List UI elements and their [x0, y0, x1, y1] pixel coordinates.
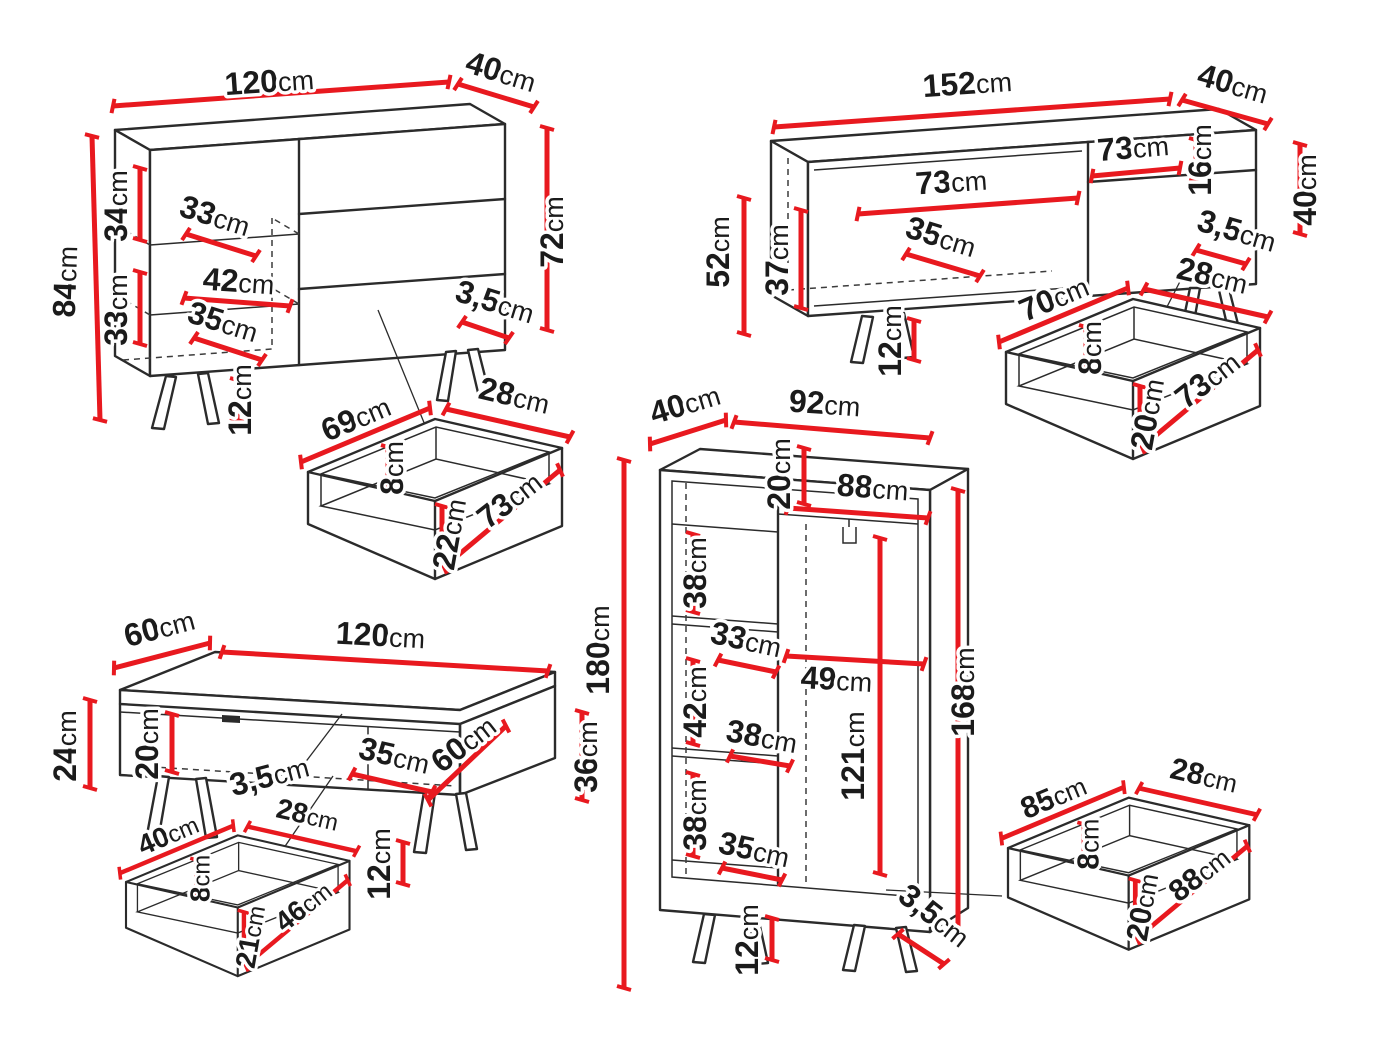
- sideboard-height-left-dim: [84, 132, 108, 424]
- coffee-table-inner-width-dim: [422, 718, 512, 808]
- tv-stand-inner-bottom: [813, 286, 1083, 307]
- sideboard-width-label: 120cm: [223, 60, 315, 102]
- wardrobe-shelf-mid-depth-dim: [725, 748, 795, 774]
- wardrobe-height-left-label: 180cm: [580, 605, 616, 694]
- tv-stand-width-dim: [770, 91, 1174, 135]
- coffee-table-thickness-leader: [297, 713, 343, 773]
- wardrobe-drawer-leader: [885, 889, 1003, 897]
- wardrobe-inner-width-mid-label: 49cm: [800, 659, 873, 699]
- wardrobe-opening: [671, 480, 919, 898]
- sideboard-depth-dim: [452, 76, 540, 115]
- wardrobe-width-dim: [729, 414, 935, 446]
- tv-stand-depth-label: 40cm: [1194, 56, 1273, 110]
- sideboard-shelf-top-label: 34cm: [98, 170, 134, 242]
- coffee-table-depth-label: 60cm: [120, 601, 198, 654]
- wardrobe-shelf2-label: 42cm: [677, 666, 713, 738]
- tv-stand-thickness-dim: [1190, 242, 1252, 272]
- coffee-table-legs: [144, 774, 479, 855]
- drawer-d-figure: 85cm 28cm 8cm 20cm 88cm: [1001, 748, 1257, 949]
- tv-stand-inner-depth-dim: [900, 246, 986, 284]
- wardrobe-shelf-bottom-depth-dim: [716, 860, 788, 888]
- coffee-table-opening-label: 20cm: [129, 708, 165, 780]
- sideboard-figure: 120cm 40cm 84cm 72cm 34cm 33cm 33cm 42cm…: [42, 40, 574, 453]
- tv-stand-shelf-right-dim: [1088, 160, 1184, 184]
- coffee-table-height-right-label: 36cm: [568, 721, 604, 793]
- coffee-table-depth-dim: [111, 635, 213, 676]
- coffee-table-handle: [222, 715, 240, 723]
- wardrobe-leg-label: 12cm: [729, 904, 765, 976]
- tv-stand-depth-dim: [1176, 92, 1274, 132]
- tv-stand-height-left-label: 52cm: [700, 216, 736, 288]
- wardrobe-hanging-label: 121cm: [835, 711, 871, 800]
- coffee-table-height-left-label: 24cm: [47, 710, 83, 782]
- tv-stand-leg-label: 12cm: [872, 305, 908, 377]
- sideboard-thickness-dim: [456, 314, 515, 346]
- tv-stand-inner-top: [813, 150, 1083, 171]
- tv-stand-figure: 152cm 40cm 73cm 73cm 16cm 40cm 52cm 37cm…: [697, 53, 1327, 381]
- coffee-table-width-dim: [217, 644, 553, 679]
- sideboard-inner-width-dim: [179, 290, 295, 314]
- coffee-table-width-label: 120cm: [335, 615, 426, 656]
- wardrobe-top-gap-label: 20cm: [761, 438, 797, 510]
- tv-stand-shelf-left-dim: [854, 190, 1082, 222]
- drawer-c-inner-height-label: 8cm: [185, 855, 216, 902]
- coffee-table-inner-depth-label: 35cm: [356, 730, 434, 781]
- tv-stand-inner-height-label: 37cm: [759, 224, 795, 296]
- sideboard-inner-depth-top-label: 33cm: [176, 188, 255, 243]
- sideboard-height-right-label: 72cm: [534, 196, 570, 268]
- wardrobe-inner-width-top-label: 88cm: [836, 467, 910, 508]
- sideboard-inner-width-label: 42cm: [202, 261, 276, 302]
- drawer-b-inner-height-label: 8cm: [1072, 321, 1108, 375]
- wardrobe-thickness-dim: [891, 927, 951, 971]
- wardrobe-shelf3-label: 38cm: [677, 779, 713, 851]
- wardrobe-shelf-depth-dim: [712, 652, 782, 680]
- wardrobe-inner-width-mid-dim: [781, 648, 929, 672]
- coffee-table-thickness-label: 3,5cm: [226, 748, 313, 804]
- drawer-a-depth-label: 28cm: [476, 370, 554, 421]
- tv-stand-shelf-right-label: 73cm: [1096, 126, 1170, 168]
- sideboard-shelf-bottom-label: 33cm: [98, 274, 134, 346]
- wardrobe-shelf1-label: 38cm: [677, 537, 713, 609]
- wardrobe-height-right-label: 168cm: [945, 647, 981, 736]
- sideboard-leg-label: 12cm: [222, 364, 258, 436]
- sideboard-height-left-label: 84cm: [46, 245, 84, 318]
- drawer-c-depth-label: 28cm: [273, 792, 341, 836]
- tv-stand-height-right-label: 40cm: [1287, 154, 1323, 226]
- tv-stand-width-label: 152cm: [921, 62, 1013, 104]
- sideboard-width-dim: [109, 74, 453, 114]
- tv-stand-gap-label: 16cm: [1182, 124, 1218, 196]
- coffee-table-inner-depth-dim: [346, 766, 438, 800]
- drawer-a-inner-height-label: 8cm: [374, 441, 410, 495]
- wardrobe-figure: 40cm 92cm 20cm 88cm 180cm 38cm 33cm 49cm…: [577, 377, 1003, 992]
- sideboard-legs: [150, 347, 492, 431]
- wardrobe-inner-width-top-dim: [783, 500, 933, 526]
- drawer-d-depth-label: 28cm: [1167, 751, 1241, 799]
- drawer-d-inner-height-label: 8cm: [1071, 819, 1105, 870]
- wardrobe-depth-dim: [647, 412, 729, 452]
- sideboard-inner-depth-bottom-dim: [188, 330, 268, 368]
- tv-stand-shelf-left-label: 73cm: [914, 161, 988, 202]
- coffee-table-leg-label: 12cm: [361, 828, 397, 900]
- wardrobe-left-shelves: [671, 523, 779, 869]
- drawer-a-figure: 69cm 28cm 8cm 22cm 73cm: [301, 366, 570, 579]
- sideboard-inner-depth-top-dim: [180, 226, 262, 264]
- wardrobe-width-label: 92cm: [788, 383, 862, 424]
- wardrobe-hidden-lines: [685, 483, 807, 884]
- sideboard-drawer-lines: [297, 197, 507, 291]
- sideboard-front-face: [148, 122, 507, 378]
